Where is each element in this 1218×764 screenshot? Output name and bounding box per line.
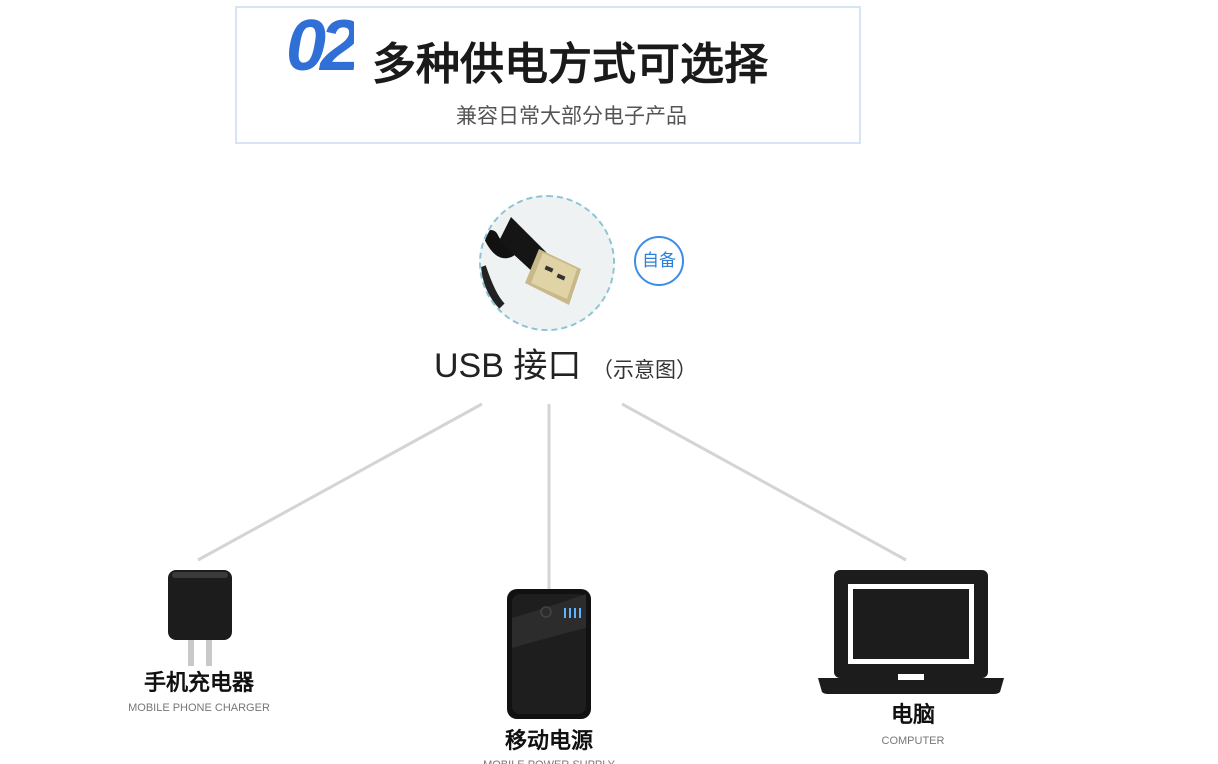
usb-plug-icon [481, 197, 613, 329]
device-sub-power-bank: MOBILE POWER SUPPLY [470, 758, 628, 764]
device-sub-charger: MOBILE PHONE CHARGER [128, 702, 270, 714]
device-label-charger: 手机充电器 [143, 671, 254, 696]
line-to-charger [197, 402, 483, 562]
page-title: 多种供电方式可选择 [372, 39, 768, 90]
device-label-computer: 电脑 [890, 703, 935, 728]
line-to-computer [621, 402, 907, 562]
self-provided-badge: 自备 [634, 236, 684, 286]
laptop-icon [818, 570, 1004, 694]
usb-interface-note: （示意图） [592, 358, 697, 382]
title-box [235, 6, 861, 144]
page-subtitle: 兼容日常大部分电子产品 [456, 104, 687, 128]
device-label-power-bank: 移动电源 [504, 729, 593, 754]
power-bank-icon [507, 589, 591, 719]
usb-image [479, 195, 615, 331]
device-sub-computer: COMPUTER [881, 735, 945, 747]
usb-interface-label: USB 接口 [434, 347, 582, 385]
wall-charger-icon [168, 570, 232, 666]
section-number: 02 [286, 10, 355, 76]
